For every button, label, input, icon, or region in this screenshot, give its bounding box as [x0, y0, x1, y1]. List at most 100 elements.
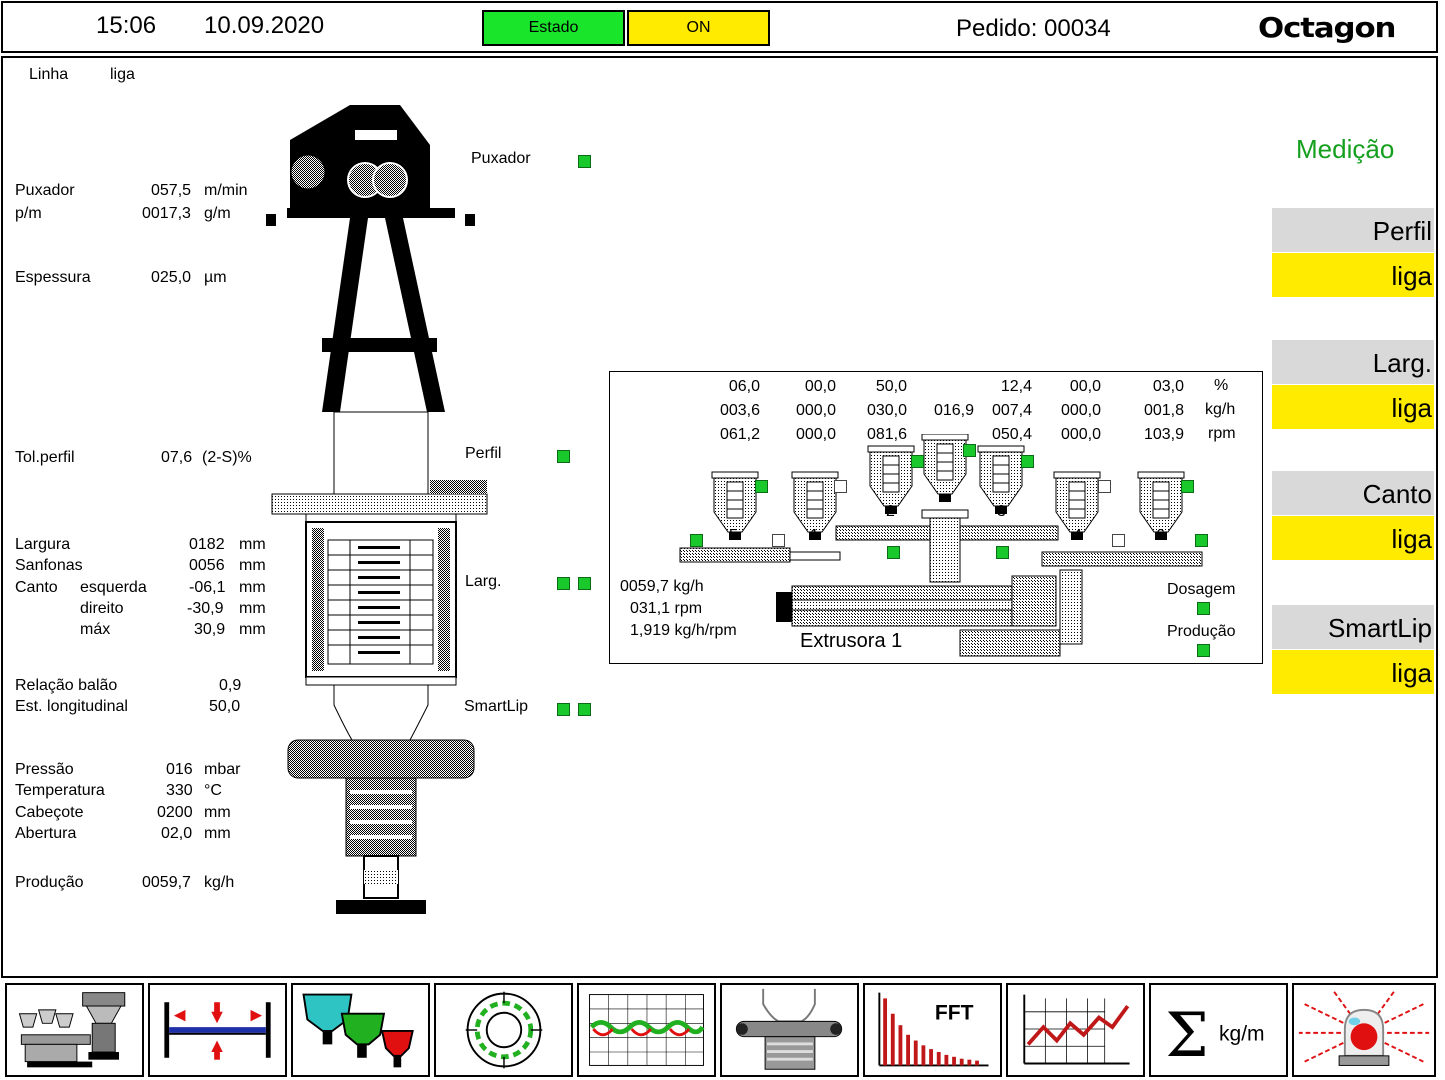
puxador-status-led — [578, 155, 591, 168]
state-value-button[interactable]: ON — [627, 10, 770, 46]
ext-unit-rpm: rpm — [1208, 425, 1236, 442]
canto-max-value: 30,9 — [194, 621, 226, 638]
sanfonas-label: Sanfonas — [15, 557, 83, 574]
canto-direito-label: direito — [80, 600, 124, 617]
fft-icon: FFT — [878, 992, 989, 1067]
blown-film-line-illustration — [266, 105, 488, 914]
extruder-speed: 031,1 rpm — [630, 600, 703, 617]
main-area — [1, 56, 1438, 978]
temperatura-value: 330 — [166, 782, 193, 799]
pm-label: p/m — [15, 205, 42, 222]
feeder-led-6 — [1195, 534, 1208, 547]
nav-cooling-ring-button[interactable] — [720, 983, 859, 1077]
ext-c2-pct: 00,0 — [804, 378, 836, 395]
abertura-value: 02,0 — [161, 825, 193, 842]
puxador-value: 057,5 — [151, 182, 192, 199]
extruder-producao-label: Produção — [1167, 623, 1236, 640]
feeder-led-5 — [690, 534, 703, 547]
larg-toggle-button[interactable]: liga — [1272, 385, 1434, 429]
nav-profile-trend-button[interactable] — [577, 983, 716, 1077]
tol-perfil-value: 07,6 — [161, 449, 193, 466]
est-longitudinal-value: 50,0 — [209, 698, 241, 715]
nav-width-control-button[interactable] — [148, 983, 287, 1077]
canto-esquerda-label: esquerda — [80, 579, 147, 596]
feeder-led-1 — [772, 534, 785, 547]
ext-c1-rpm: 061,2 — [719, 426, 760, 443]
machine-perfil-label: Perfil — [465, 445, 502, 462]
sanfonas-unit: mm — [239, 557, 266, 574]
dosing-hoppers-icon — [302, 993, 414, 1068]
medicao-title: Medição — [1296, 134, 1395, 164]
hopper-num-4: 4 — [1073, 527, 1082, 544]
smartlip-status-led-2 — [578, 703, 591, 716]
smartlip-header: SmartLip — [1272, 605, 1434, 649]
order-number: 00034 — [1044, 15, 1111, 42]
canto-toggle-button[interactable]: liga — [1272, 516, 1434, 560]
puxador-label: Puxador — [15, 182, 75, 199]
ext-c3-pct: 50,0 — [875, 378, 907, 395]
larg-header: Larg. — [1272, 340, 1434, 384]
hopper-led-6 — [1181, 480, 1194, 493]
line-value: liga — [110, 66, 135, 83]
ext-c2-kgh: 000,0 — [795, 402, 836, 419]
sum-kgm-icon: Σ kg/m — [1165, 1000, 1264, 1071]
largura-value: 0182 — [189, 536, 225, 553]
nav-dosing-button[interactable] — [291, 983, 430, 1077]
ext-c6-rpm: 000,0 — [1060, 426, 1101, 443]
canto-max-label: máx — [80, 621, 111, 638]
feeder-led-2 — [887, 546, 900, 559]
dosagem-status-led — [1197, 602, 1210, 615]
espessura-label: Espessura — [15, 269, 91, 286]
tol-perfil-unit: (2-S)% — [202, 449, 252, 466]
trend-chart-icon — [1023, 994, 1130, 1065]
hopper-num-5: 5 — [729, 527, 738, 544]
clock-date: 10.09.2020 — [204, 12, 325, 39]
producao-unit: kg/h — [204, 874, 235, 891]
tol-perfil-label: Tol.perfil — [15, 449, 75, 466]
nav-trend-chart-button[interactable] — [1006, 983, 1145, 1077]
nav-sum-kgm-button[interactable]: Σ kg/m — [1149, 983, 1288, 1077]
extruder-name: Extrusora 1 — [800, 630, 903, 652]
ext-c7-kgh: 001,8 — [1143, 402, 1184, 419]
canto-direito-value: -30,9 — [187, 600, 224, 617]
ext-c5-kgh: 007,4 — [991, 402, 1032, 419]
hopper-led-4 — [1098, 480, 1111, 493]
hopper-led-3 — [1021, 455, 1034, 468]
fft-label: FFT — [935, 1001, 974, 1024]
octagon-logo: Octagon — [1258, 11, 1396, 44]
machine-smartlip-label: SmartLip — [464, 698, 529, 715]
espessura-value: 025,0 — [151, 269, 192, 286]
espessura-unit: µm — [204, 269, 227, 286]
ext-unit-pct: % — [1214, 377, 1229, 394]
smartlip-status-led-1 — [557, 703, 570, 716]
ext-c4-kgh: 016,9 — [933, 402, 974, 419]
smartlip-toggle-button[interactable]: liga — [1272, 650, 1434, 694]
ext-c3-rpm: 081,6 — [866, 426, 907, 443]
hopper-led-5 — [755, 480, 768, 493]
canto-direito-unit: mm — [239, 600, 266, 617]
ext-c6-pct: 00,0 — [1069, 378, 1101, 395]
canto-esquerda-unit: mm — [239, 579, 266, 596]
pressao-label: Pressão — [15, 761, 74, 778]
ext-c3-kgh: 030,0 — [866, 402, 907, 419]
nav-alarm-button[interactable] — [1292, 983, 1436, 1077]
canto-header: Canto — [1272, 471, 1434, 515]
largura-label: Largura — [15, 536, 71, 553]
temperatura-label: Temperatura — [15, 782, 105, 799]
cabecote-value: 0200 — [157, 804, 193, 821]
pressao-value: 016 — [166, 761, 193, 778]
extruder-ratio: 1,919 kg/h/rpm — [630, 622, 737, 639]
width-control-icon — [164, 1002, 271, 1060]
nav-line-overview-button[interactable] — [5, 983, 144, 1077]
perfil-toggle-button[interactable]: liga — [1272, 253, 1434, 297]
order-label: Pedido: — [956, 15, 1038, 42]
nav-fft-button[interactable]: FFT — [863, 983, 1002, 1077]
nav-die-ring-button[interactable] — [434, 983, 573, 1077]
extruder-throughput: 0059,7 kg/h — [620, 578, 704, 595]
ext-c1-kgh: 003,6 — [719, 402, 760, 419]
relacao-balao-label: Relação balão — [15, 677, 118, 694]
hopper-num-6: 6 — [1156, 527, 1165, 544]
canto-esquerda-value: -06,1 — [189, 579, 226, 596]
hopper-num-3: 3 — [997, 503, 1006, 520]
pm-unit: g/m — [204, 205, 231, 222]
